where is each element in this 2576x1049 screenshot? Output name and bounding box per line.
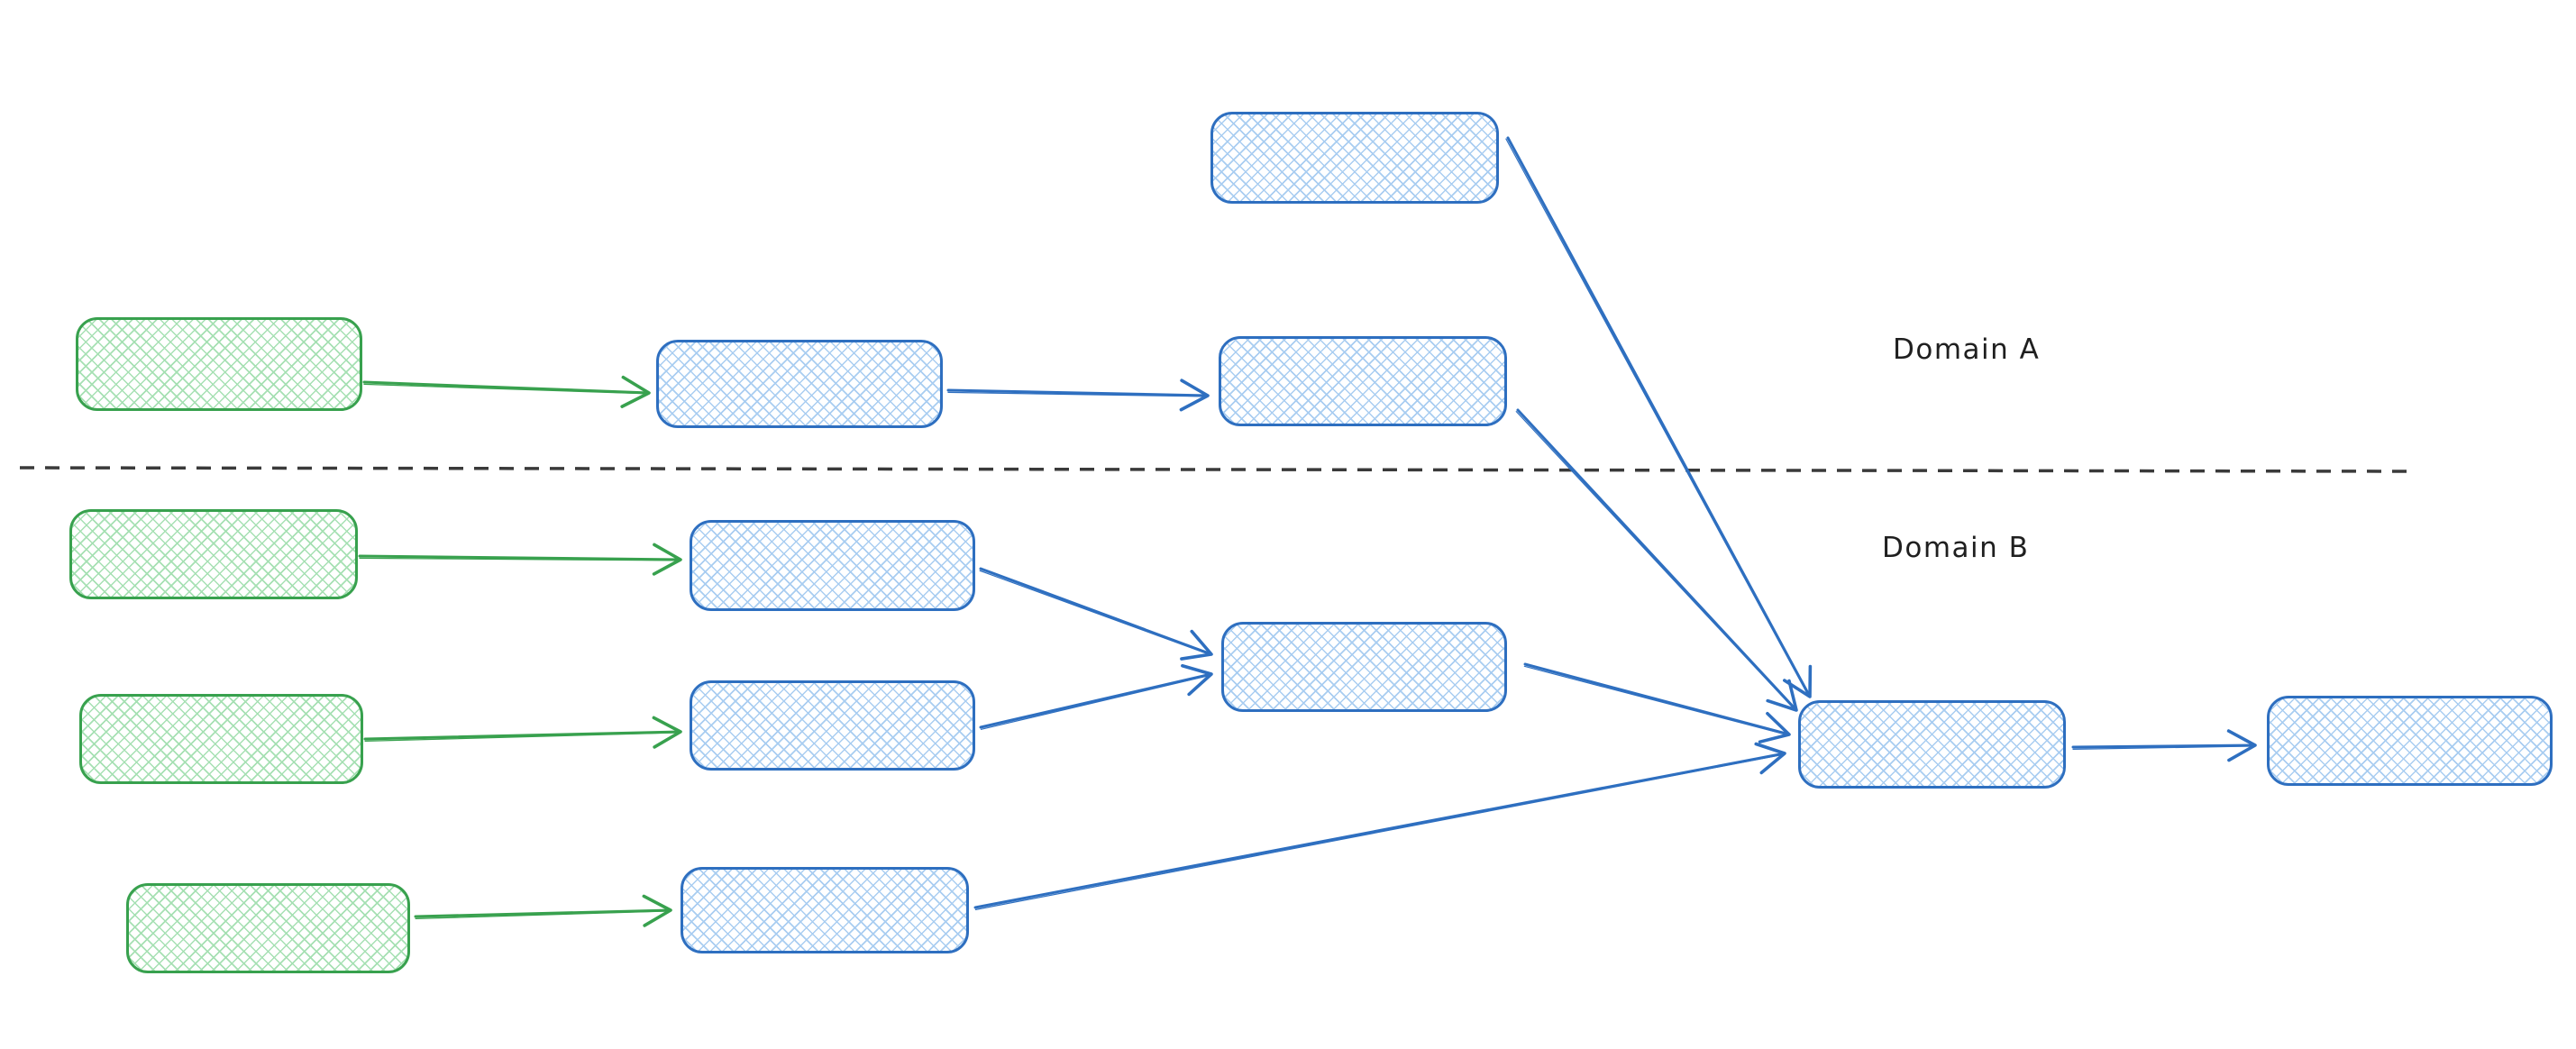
arrow-merge-to-hub (1523, 662, 1791, 743)
arrow-blue-a1-to-blue-a2 (946, 379, 1210, 412)
node-green-b3 (126, 883, 410, 973)
node-blue-b2 (690, 680, 975, 771)
arrow-green-b3-to-blue-b3 (414, 894, 672, 927)
node-blue-final (2267, 696, 2553, 786)
node-green-b2 (79, 694, 363, 784)
arrow-hub-to-final (2071, 729, 2257, 762)
arrow-blue-b2-to-merge (979, 663, 1213, 729)
arrow-blue-a2-to-hub (1516, 408, 1798, 712)
edges-group (19, 136, 2415, 927)
node-blue-top (1210, 112, 1499, 204)
arrow-green-b1-to-blue-b1 (358, 543, 682, 576)
node-blue-a1 (656, 340, 943, 428)
node-blue-b3 (681, 867, 969, 953)
node-green-b1 (69, 509, 358, 599)
domain-divider-line (19, 466, 2415, 473)
arrow-green-a1-to-blue-a1 (362, 375, 651, 408)
arrow-blue-top-to-hub (1506, 136, 1813, 698)
node-blue-b1 (690, 520, 975, 611)
domain-a-label: Domain A (1893, 333, 2041, 366)
node-blue-b-merge (1221, 622, 1507, 712)
node-blue-a2 (1219, 336, 1507, 426)
node-green-a1 (76, 317, 362, 411)
arrow-green-b2-to-blue-b2 (363, 716, 682, 749)
domain-b-label: Domain B (1882, 532, 2030, 564)
arrow-blue-b3-to-hub (973, 742, 1786, 909)
arrow-blue-b1-to-merge (979, 567, 1213, 661)
node-blue-hub (1798, 700, 2066, 789)
